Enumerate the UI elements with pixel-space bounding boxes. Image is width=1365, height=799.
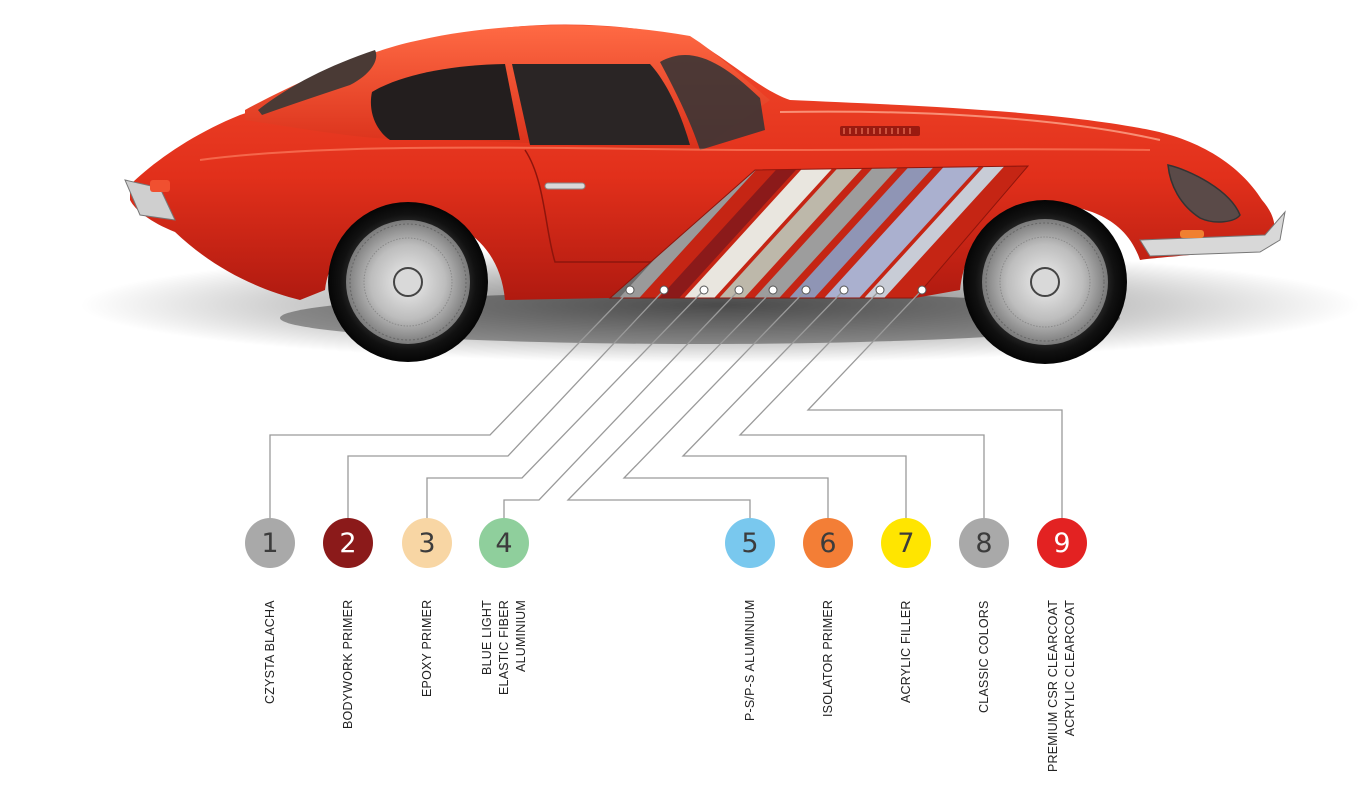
layer-number-6: 6 [819, 527, 837, 559]
leader-lines [269, 289, 1063, 518]
layer-label-6: ISOLATOR PRIMER [820, 600, 837, 717]
layer-label-6-line-1: ISOLATOR PRIMER [821, 599, 835, 717]
layer-number-4: 4 [495, 527, 513, 559]
layer-label-8-line-1: CLASSIC COLORS [977, 600, 991, 713]
leader-dot-5 [768, 285, 778, 295]
ground-shadow-core [280, 292, 1120, 344]
layer-label-3: EPOXY PRIMER [419, 600, 436, 697]
layer-label-2: BODYWORK PRIMER [340, 600, 357, 729]
layer-label-4-line-1: ALUMINIUM [514, 600, 528, 672]
leader-line-1 [269, 289, 631, 518]
layer-label-9-line-2: PREMIUM CSR CLEARCOAT [1046, 599, 1060, 772]
layer-number-7: 7 [897, 527, 915, 559]
layer-label-5: P-S/P-S ALUMINIUM [742, 600, 759, 721]
layer-badge-3: 3 [402, 518, 452, 568]
leader-line-7 [681, 289, 907, 518]
layer-label-8: CLASSIC COLORS [976, 600, 993, 713]
layer-badge-2: 2 [323, 518, 373, 568]
layer-number-9: 9 [1053, 527, 1071, 559]
layer-number-5: 5 [741, 527, 759, 559]
leader-dot-2 [659, 285, 669, 295]
layer-number-3: 3 [418, 527, 436, 559]
leader-dot-7 [839, 285, 849, 295]
leader-dot-1 [625, 285, 635, 295]
layer-label-1-line-1: CZYSTA BLACHA [263, 600, 277, 704]
layer-number-8: 8 [975, 527, 993, 559]
layer-label-7-line-1: ACRYLIC FILLER [899, 600, 913, 703]
leader-line-9 [806, 289, 1063, 518]
layer-label-9: ACRYLIC CLEARCOAT PREMIUM CSR CLEARCOAT [1045, 600, 1079, 772]
rear-wheel [328, 202, 488, 362]
leader-line-2 [347, 289, 665, 518]
leader-dot-6 [801, 285, 811, 295]
layer-label-5-line-1: P-S/P-S ALUMINIUM [743, 599, 757, 721]
layer-badge-4: 4 [479, 518, 529, 568]
layer-badge-1: 1 [245, 518, 295, 568]
front-wheel [963, 200, 1127, 364]
layer-label-7: ACRYLIC FILLER [898, 600, 915, 703]
leader-dot-4 [734, 285, 744, 295]
layer-badge-6: 6 [803, 518, 853, 568]
layer-label-4: ALUMINIUM ELASTIC FIBER BLUE LIGHT [479, 600, 530, 695]
leader-dot-3 [699, 285, 709, 295]
layer-number-1: 1 [261, 527, 279, 559]
leader-line-3 [426, 289, 705, 518]
leader-line-5 [566, 289, 774, 518]
layer-badge-7: 7 [881, 518, 931, 568]
leader-line-4 [503, 289, 740, 518]
leader-line-6 [622, 289, 829, 518]
leader-dot-9 [917, 285, 927, 295]
leader-line-8 [738, 289, 985, 518]
layer-badge-5: 5 [725, 518, 775, 568]
layer-label-4-line-3: BLUE LIGHT [480, 600, 494, 675]
layer-label-4-line-2: ELASTIC FIBER [497, 600, 511, 695]
layer-badge-8: 8 [959, 518, 1009, 568]
leader-dots [625, 285, 927, 295]
car-body [124, 24, 1286, 301]
layer-label-3-line-1: EPOXY PRIMER [420, 599, 434, 697]
layer-badge-9: 9 [1037, 518, 1087, 568]
layer-label-1: CZYSTA BLACHA [262, 600, 279, 704]
leader-dot-8 [875, 285, 885, 295]
layer-label-9-line-1: ACRYLIC CLEARCOAT [1063, 599, 1077, 737]
layer-label-2-line-1: BODYWORK PRIMER [341, 599, 355, 729]
layer-number-2: 2 [339, 527, 357, 559]
